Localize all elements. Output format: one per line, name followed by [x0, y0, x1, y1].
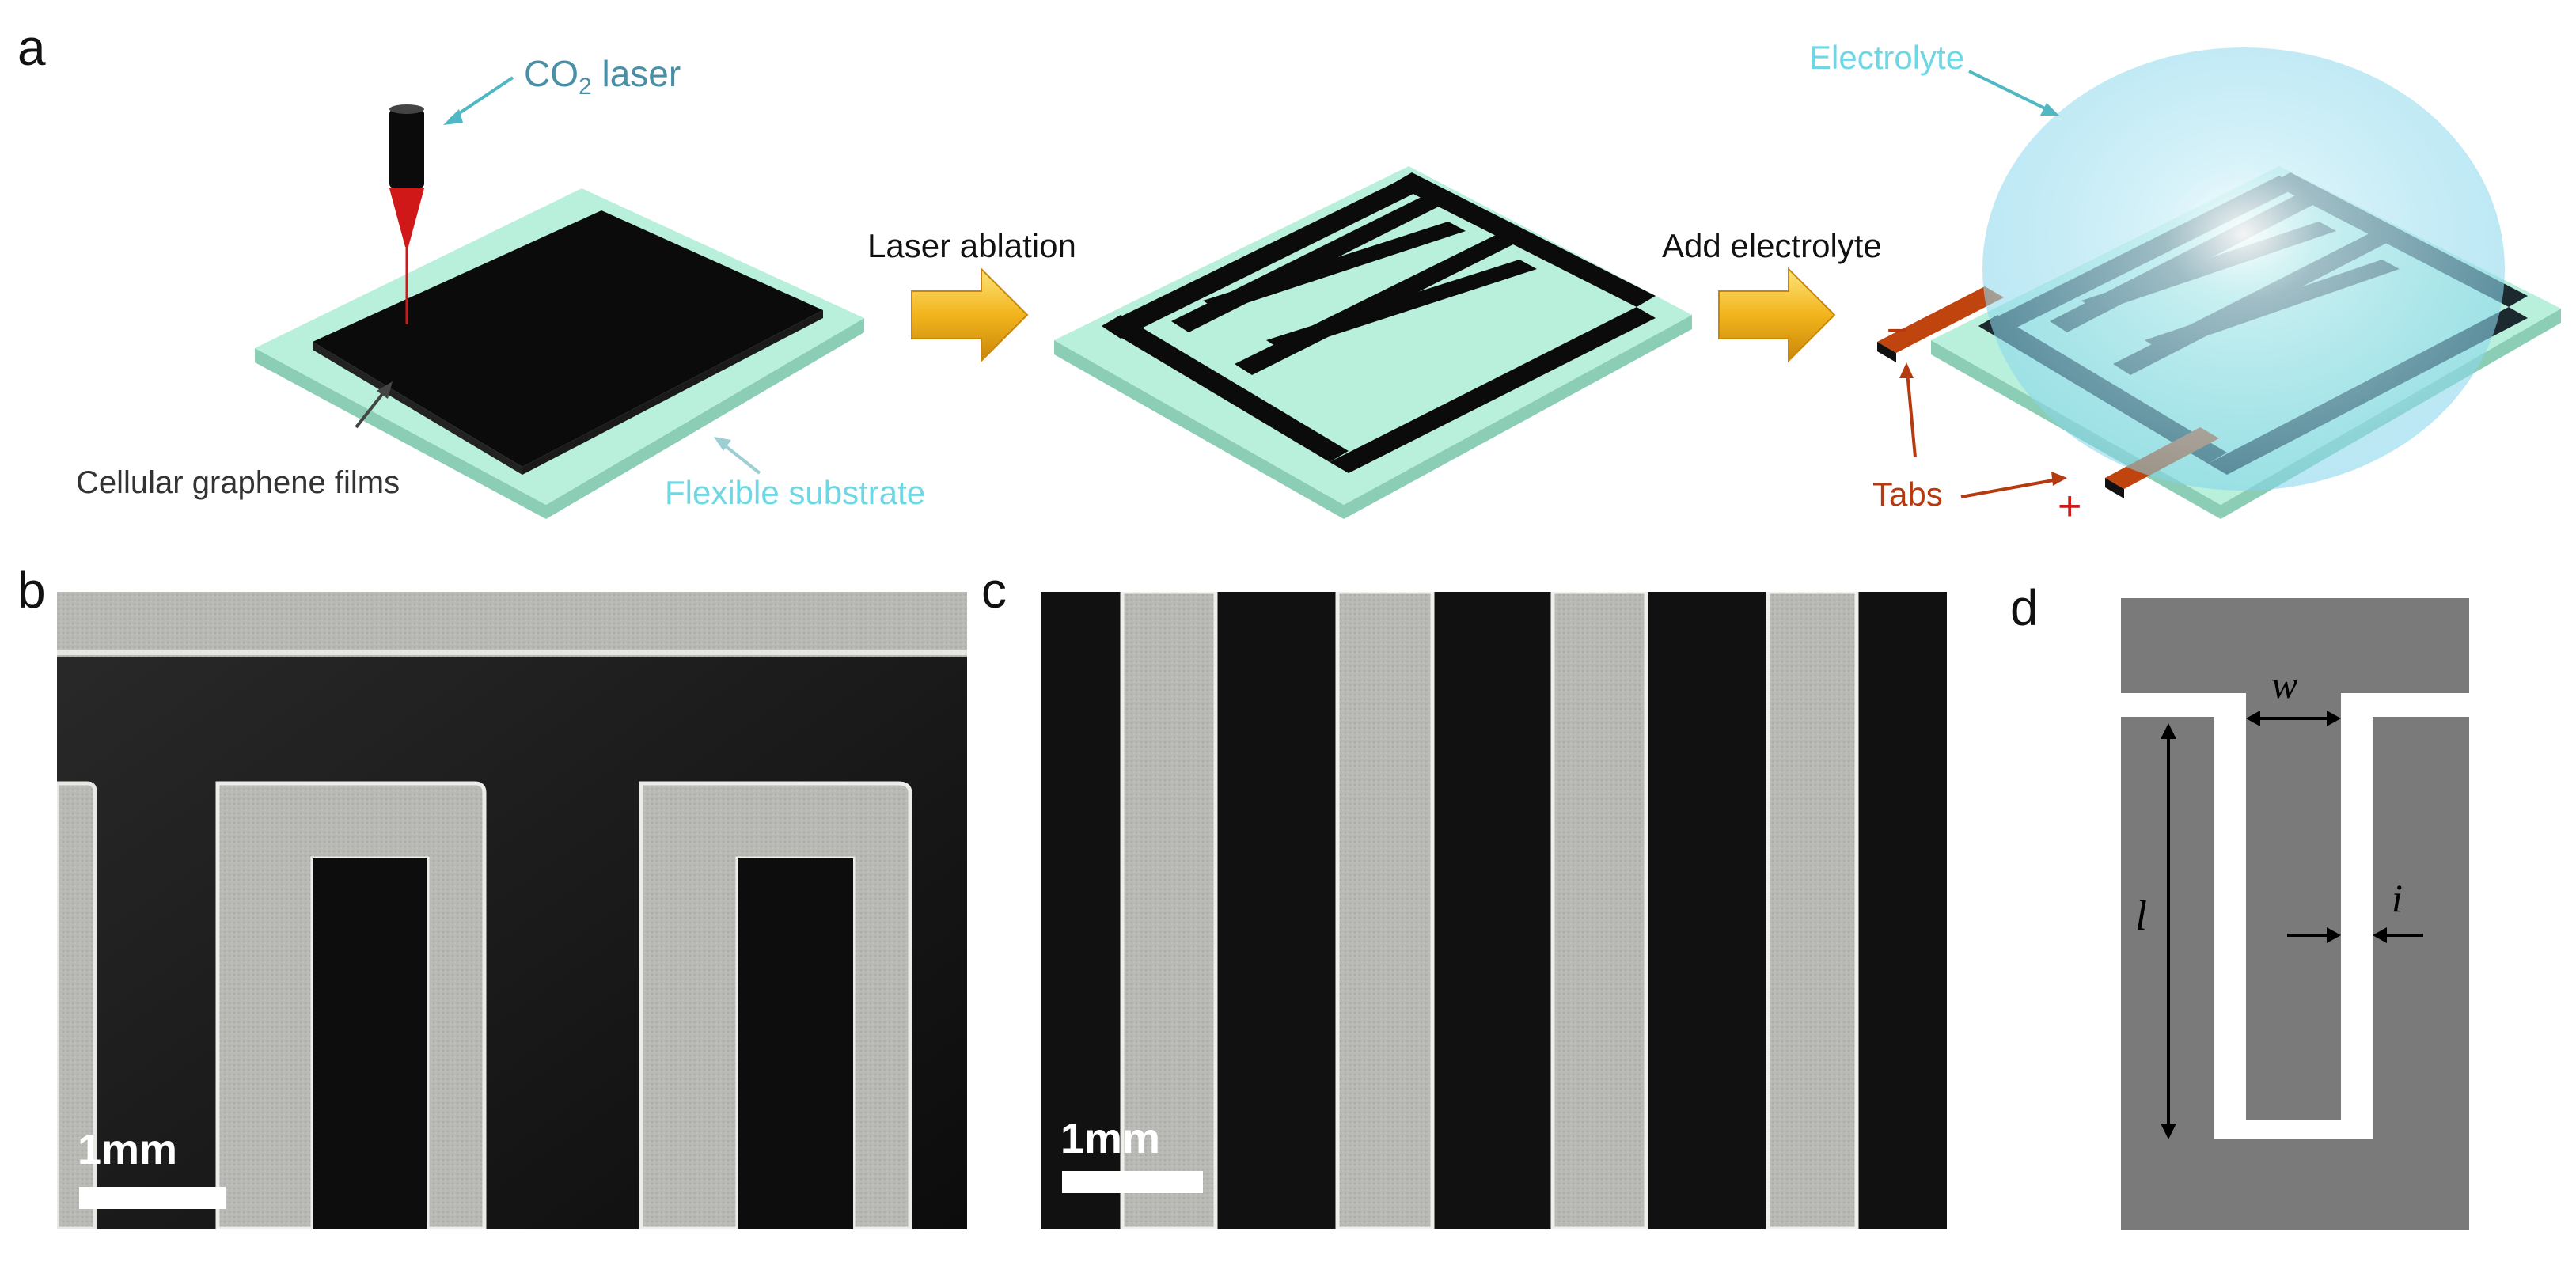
schematic-d — [2121, 598, 2469, 1230]
scale-bar-b — [79, 1187, 226, 1209]
co2-laser — [389, 104, 424, 324]
i-label: i — [2392, 876, 2403, 920]
electrode-bar — [2121, 598, 2469, 693]
graphene-film — [313, 210, 823, 467]
process-arrow-2 — [1718, 267, 1836, 363]
stage1-device — [255, 188, 864, 519]
electrolyte-pointer — [1968, 70, 2059, 116]
substrate-1-side — [255, 318, 864, 519]
minus-sign: − — [1887, 311, 1907, 350]
scale-label-c: 1mm — [1060, 1115, 1161, 1162]
panel-label-d: d — [2010, 579, 2039, 636]
sem-image-b — [57, 592, 967, 1229]
films-pointer — [355, 381, 393, 429]
tabs-label: Tabs — [1872, 476, 1943, 513]
panel-label-a: a — [17, 19, 46, 76]
stage3-device — [1877, 47, 2561, 519]
laser-pointer — [443, 76, 514, 125]
scale-label-b: 1mm — [78, 1126, 178, 1173]
laser-label: CO2 laser — [524, 55, 681, 99]
step2-label: Add electrolyte — [1662, 227, 1882, 264]
panel-label-b: b — [17, 562, 46, 619]
electrode-bottom — [1171, 172, 1656, 473]
substrate-label: Flexible substrate — [665, 474, 926, 511]
laser-label-suffix: laser — [591, 53, 681, 94]
step1-label: Laser ablation — [867, 227, 1076, 264]
stage2-device — [1054, 166, 1692, 519]
electrolyte-label: Electrolyte — [1809, 39, 1965, 76]
w-label: w — [2271, 662, 2298, 707]
sem-image-c — [1041, 592, 1947, 1229]
panel-label-c: c — [981, 562, 1007, 619]
tabs-pointers — [1899, 362, 2067, 498]
l-label: l — [2135, 892, 2148, 939]
finger — [2246, 693, 2341, 1120]
process-arrow-1 — [911, 267, 1029, 363]
laser-cone — [389, 188, 424, 247]
tab-negative — [1877, 286, 2004, 353]
laser-label-sub: 2 — [579, 74, 592, 100]
films-label: Cellular graphene films — [76, 465, 400, 500]
plus-sign: + — [2058, 483, 2082, 529]
electrolyte-dome — [1982, 47, 2505, 491]
laser-label-main: CO — [524, 53, 579, 94]
substrate-pointer — [714, 437, 761, 475]
scale-bar-c — [1062, 1171, 1203, 1193]
